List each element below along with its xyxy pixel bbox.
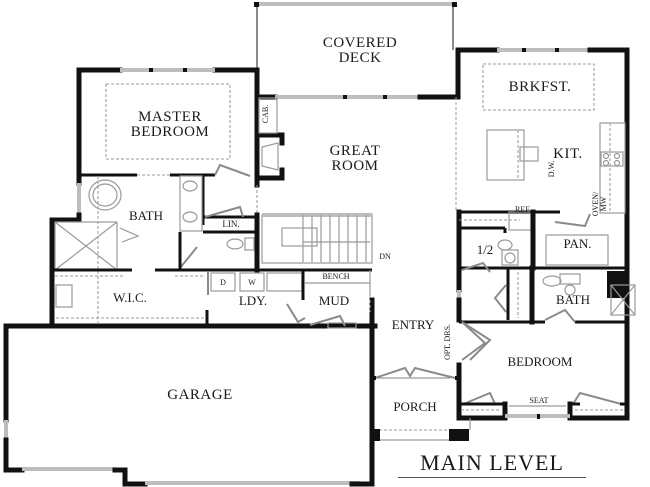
- room-label-master-bath: BATH: [129, 208, 163, 223]
- fixture-label-optional-doors: OPT. DRS.: [443, 323, 452, 361]
- great-room-line1: GREAT: [329, 143, 381, 159]
- fixture-label-bench: BENCH: [322, 272, 350, 281]
- great-room-line2: ROOM: [331, 158, 379, 174]
- master-bedroom-line1: MASTER: [138, 109, 202, 125]
- plan-title: MAIN LEVEL: [398, 452, 586, 478]
- room-label-half-bath: 1/2: [476, 242, 494, 257]
- room-label-pantry: PAN.: [563, 236, 592, 251]
- room-label-wic: W.I.C.: [113, 290, 147, 305]
- covered-deck-line2: DECK: [338, 50, 382, 66]
- room-label-porch: PORCH: [393, 399, 437, 414]
- room-label-covered-deck: COVERED DECK: [300, 36, 420, 66]
- fixture-label-washer: W: [248, 278, 256, 287]
- fixture-label-dishwasher: D.W.: [547, 160, 556, 178]
- interior-walls: [52, 63, 636, 411]
- room-label-linen: LIN.: [222, 219, 240, 229]
- room-label-master-bedroom: MASTER BEDROOM: [110, 110, 230, 140]
- oven-mw-line2: MW: [599, 196, 608, 212]
- fixture-label-oven-mw: OVEN/ MW: [591, 189, 608, 219]
- fixture-label-dryer: D: [220, 278, 226, 287]
- room-label-bath: BATH: [556, 292, 590, 307]
- room-label-kitchen: KIT.: [553, 146, 583, 162]
- fixture-label-refrigerator: REF.: [514, 205, 532, 214]
- room-label-entry: ENTRY: [391, 317, 435, 332]
- room-label-garage: GARAGE: [167, 387, 233, 403]
- room-label-breakfast: BRKFST.: [508, 79, 572, 95]
- fixture-label-stairs-down: DN: [379, 252, 391, 261]
- covered-deck-line1: COVERED: [322, 35, 398, 51]
- room-label-great-room: GREAT ROOM: [305, 144, 405, 174]
- fixture-label-cabinet: CAB.: [261, 104, 270, 124]
- room-label-bedroom: BEDROOM: [507, 354, 573, 369]
- fixture-label-seat: SEAT: [529, 396, 549, 405]
- room-label-mud: MUD: [318, 293, 350, 308]
- exterior-walls: [3, 47, 630, 487]
- room-label-laundry: LDY.: [238, 293, 268, 308]
- master-bedroom-line2: BEDROOM: [130, 124, 210, 140]
